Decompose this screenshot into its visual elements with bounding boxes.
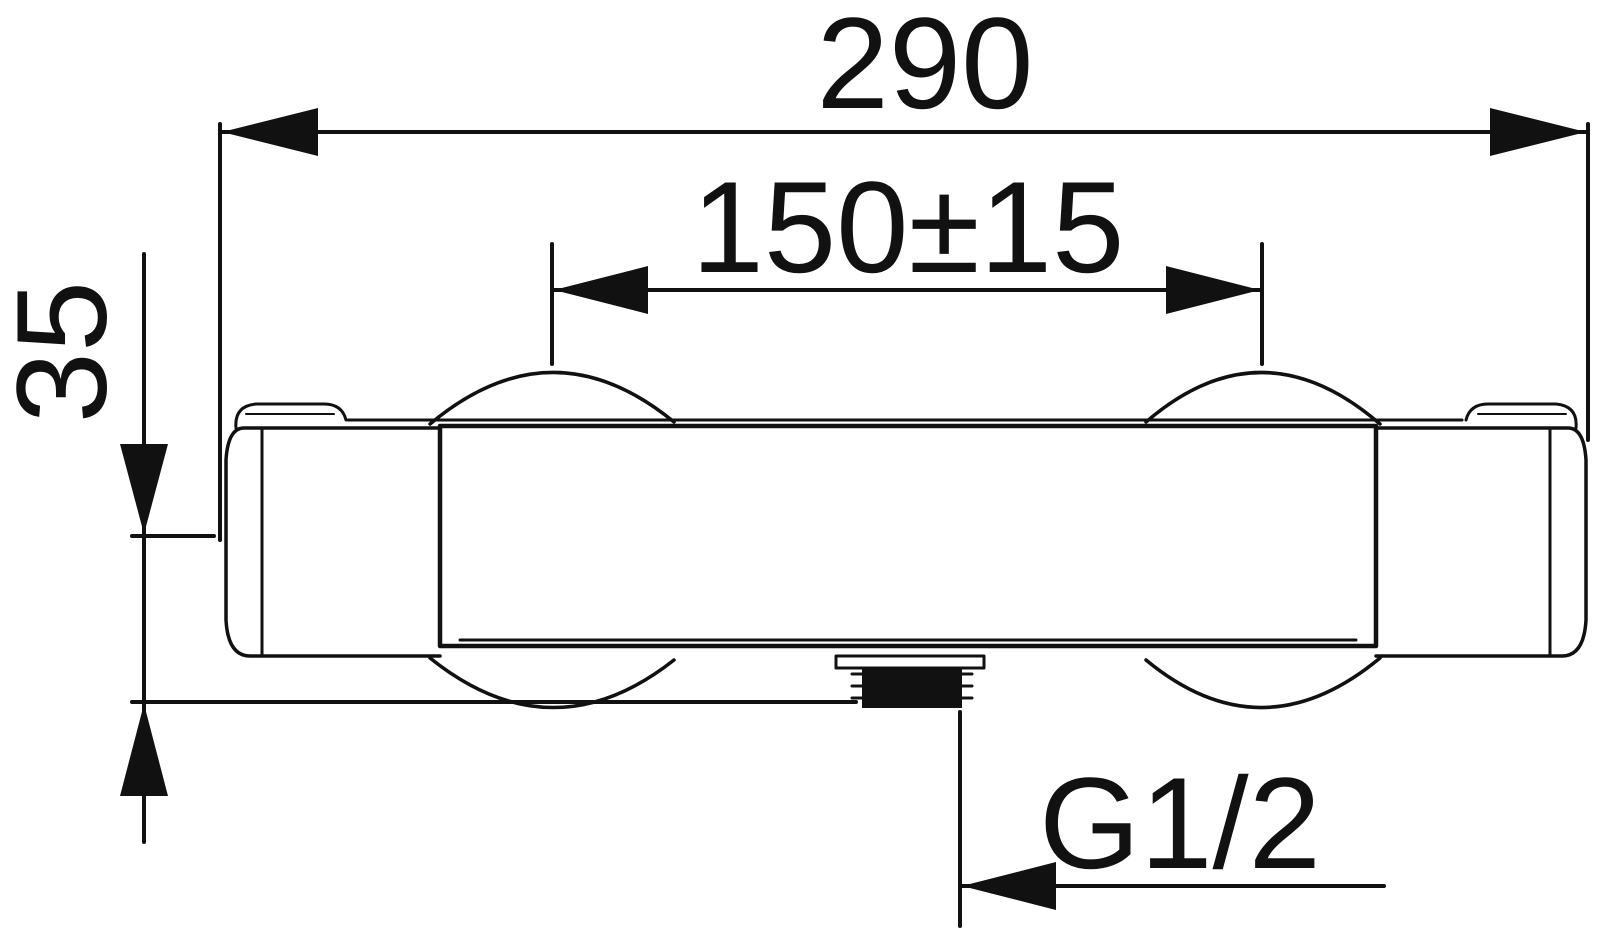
arrowhead-inlet-right (1166, 266, 1260, 314)
height-dimension: 35 (0, 252, 858, 844)
inlet-spacing-dimension: 150±15 (550, 154, 1264, 366)
right-end-cap-top-trim (1464, 402, 1578, 430)
thread-label: G1/2 (1039, 750, 1321, 896)
outlet-thread (862, 668, 962, 708)
thermostat-body (224, 370, 1588, 710)
overall-width-label: 290 (817, 0, 1034, 136)
left-end-cap-top-trim (234, 402, 348, 430)
left-end-cap-outline (224, 426, 442, 658)
arrowhead-right (1490, 108, 1586, 156)
central-tube (437, 423, 1379, 649)
arrowhead-height-bottom (120, 704, 168, 796)
inlet-spacing-label: 150±15 (692, 154, 1125, 300)
arrowhead-inlet-left (554, 266, 648, 314)
right-end-cap-outline (1374, 426, 1588, 658)
arrowhead-left (222, 108, 318, 156)
left-eccentric-top (428, 370, 676, 426)
thread-dimension: G1/2 (958, 710, 1386, 928)
arrowhead-height-top (120, 444, 168, 534)
overall-width-dimension: 290 (218, 0, 1590, 542)
right-eccentric-bottom (1144, 656, 1382, 710)
outlet-nut (834, 654, 986, 670)
left-eccentric-bottom (428, 656, 676, 710)
arrowhead-thread (962, 862, 1056, 910)
height-label: 35 (0, 281, 134, 423)
right-eccentric-top (1144, 370, 1382, 426)
thread-ticks (850, 672, 974, 700)
